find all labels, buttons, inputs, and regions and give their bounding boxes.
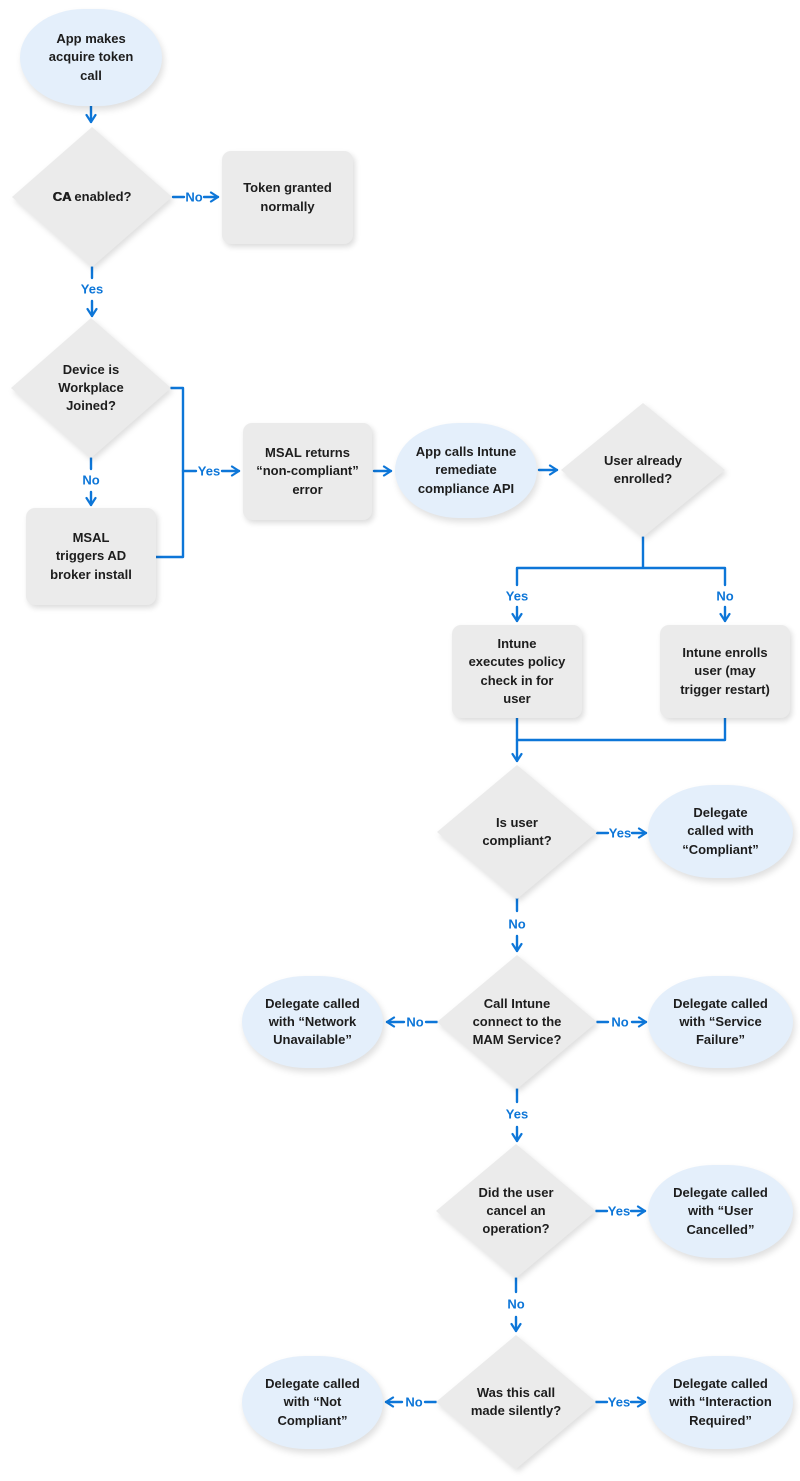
node-policy-checkin: Intune executes policy check in for user	[452, 625, 582, 718]
node-made-silently: Was this call made silently?	[436, 1335, 596, 1469]
node-msal-error-label: MSAL returns “non-compliant” error	[256, 445, 359, 497]
node-workplace-joined: Device is Workplace Joined?	[11, 318, 171, 458]
node-token-granted-label: Token granted normally	[243, 180, 332, 214]
node-already-enrolled-label: User already enrolled?	[603, 452, 683, 486]
node-delegate-network-unavailable-label: Delegate called with “Network Unavailabl…	[265, 995, 360, 1048]
edge-label-enrolled-yes: Yes	[505, 588, 529, 604]
node-enrolls-user-label: Intune enrolls user (may trigger restart…	[680, 645, 770, 697]
node-broker-install-label: MSAL triggers AD broker install	[50, 530, 132, 582]
node-made-silently-label: Was this call made silently?	[470, 1384, 562, 1418]
node-is-compliant-label: Is user compliant?	[482, 814, 552, 848]
ca-bold-text: CA	[52, 188, 71, 204]
edge-enrolled-split	[515, 535, 727, 587]
edge-label-wpj-yes: Yes	[197, 463, 221, 479]
node-delegate-service-failure: Delegate called with “Service Failure”	[648, 976, 793, 1068]
node-workplace-joined-label: Device is Workplace Joined?	[58, 361, 124, 414]
node-is-compliant: Is user compliant?	[437, 765, 597, 899]
edge-label-compliant-yes: Yes	[608, 825, 632, 841]
node-mam-service-label: Call Intune connect to the MAM Service?	[472, 995, 562, 1048]
node-delegate-user-cancelled-label: Delegate called with “User Cancelled”	[673, 1185, 768, 1237]
node-ca-enabled: CA enabled?	[12, 127, 172, 267]
ca-rest-text: enabled?	[70, 188, 132, 204]
edge-label-ca-yes: Yes	[80, 281, 104, 297]
edge-wpj-broker-join	[154, 386, 185, 559]
node-ca-enabled-label: CA enabled?	[49, 188, 136, 206]
node-user-cancel-label: Did the user cancel an operation?	[478, 1184, 554, 1237]
node-delegate-service-failure-label: Delegate called with “Service Failure”	[673, 995, 768, 1048]
node-start-label: App makes acquire token call	[48, 31, 134, 83]
edge-label-silent-yes: Yes	[607, 1394, 631, 1410]
node-mam-service: Call Intune connect to the MAM Service?	[437, 955, 597, 1089]
node-policy-checkin-label: Intune executes policy check in for user	[468, 636, 566, 706]
edge-label-compliant-no: No	[508, 916, 526, 932]
node-delegate-not-compliant-label: Delegate called with “Not Compliant”	[265, 1376, 360, 1428]
edge-label-enrolled-no: No	[716, 588, 734, 604]
node-delegate-interaction-required: Delegate called with “Interaction Requir…	[648, 1356, 793, 1449]
node-remediate-api: App calls Intune remediate compliance AP…	[395, 423, 537, 518]
edge-rects-join	[515, 716, 727, 742]
node-already-enrolled: User already enrolled?	[561, 403, 725, 537]
node-delegate-compliant-label: Delegate called with “Compliant”	[682, 805, 759, 857]
node-delegate-user-cancelled: Delegate called with “User Cancelled”	[648, 1165, 793, 1258]
edge-label-silent-no: No	[405, 1394, 423, 1410]
node-delegate-not-compliant: Delegate called with “Not Compliant”	[242, 1356, 383, 1449]
node-token-granted: Token granted normally	[222, 151, 353, 244]
node-delegate-compliant: Delegate called with “Compliant”	[648, 785, 793, 878]
node-delegate-network-unavailable: Delegate called with “Network Unavailabl…	[242, 976, 383, 1068]
node-enrolls-user: Intune enrolls user (may trigger restart…	[660, 625, 790, 718]
edge-label-ca-no: No	[185, 189, 203, 205]
edge-label-mam-yes: Yes	[505, 1106, 529, 1122]
node-remediate-api-label: App calls Intune remediate compliance AP…	[415, 444, 517, 496]
node-user-cancel: Did the user cancel an operation?	[436, 1144, 596, 1278]
node-msal-error: MSAL returns “non-compliant” error	[243, 423, 372, 520]
edge-label-cancel-no: No	[507, 1296, 525, 1312]
node-broker-install: MSAL triggers AD broker install	[26, 508, 156, 605]
edge-label-mam-no-left: No	[406, 1014, 424, 1030]
node-start: App makes acquire token call	[20, 9, 162, 106]
edge-label-cancel-yes: Yes	[607, 1203, 631, 1219]
edge-label-mam-no-right: No	[611, 1014, 629, 1030]
edge-label-wpj-no: No	[82, 472, 100, 488]
node-delegate-interaction-required-label: Delegate called with “Interaction Requir…	[669, 1376, 772, 1428]
